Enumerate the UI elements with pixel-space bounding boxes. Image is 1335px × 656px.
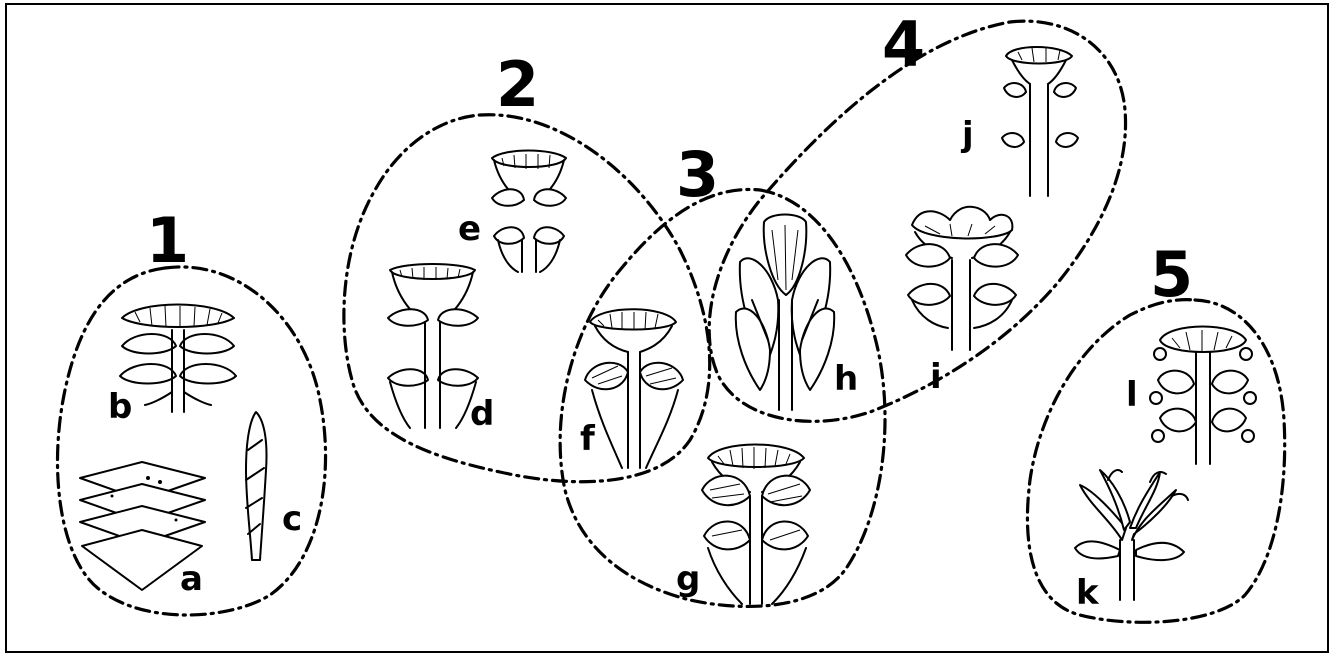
- specimen-g-drawing: [702, 445, 810, 605]
- specimen-label-f: f: [580, 419, 596, 459]
- specimen-d-drawing: [388, 264, 478, 428]
- group-number-3: 3: [676, 138, 719, 211]
- specimen-label-k: k: [1076, 573, 1100, 613]
- group-number-5: 5: [1150, 238, 1193, 311]
- specimen-label-l: l: [1126, 375, 1138, 415]
- group-number-2: 2: [496, 48, 539, 121]
- group-2-outline: [344, 115, 710, 482]
- figure-frame: [6, 4, 1328, 652]
- group-number-4: 4: [882, 8, 925, 81]
- specimen-j-drawing: [1002, 47, 1078, 196]
- specimen-label-a: a: [180, 559, 203, 599]
- specimen-label-g: g: [676, 559, 700, 599]
- specimen-b-drawing: [120, 305, 236, 413]
- specimen-label-i: i: [930, 357, 942, 397]
- specimen-label-b: b: [108, 387, 132, 427]
- specimen-e-drawing: [492, 151, 566, 273]
- specimen-label-c: c: [282, 499, 302, 539]
- specimen-h-drawing: [736, 215, 834, 411]
- specimen-label-e: e: [458, 209, 481, 249]
- group-number-1: 1: [146, 204, 189, 277]
- specimen-label-d: d: [470, 394, 494, 434]
- specimen-l-drawing: [1150, 327, 1256, 465]
- specimen-i-drawing: [906, 207, 1018, 350]
- specimen-f-drawing: [585, 309, 683, 468]
- specimen-label-j: j: [960, 115, 974, 155]
- specimen-c-drawing: [246, 412, 267, 560]
- specimen-label-h: h: [834, 359, 858, 399]
